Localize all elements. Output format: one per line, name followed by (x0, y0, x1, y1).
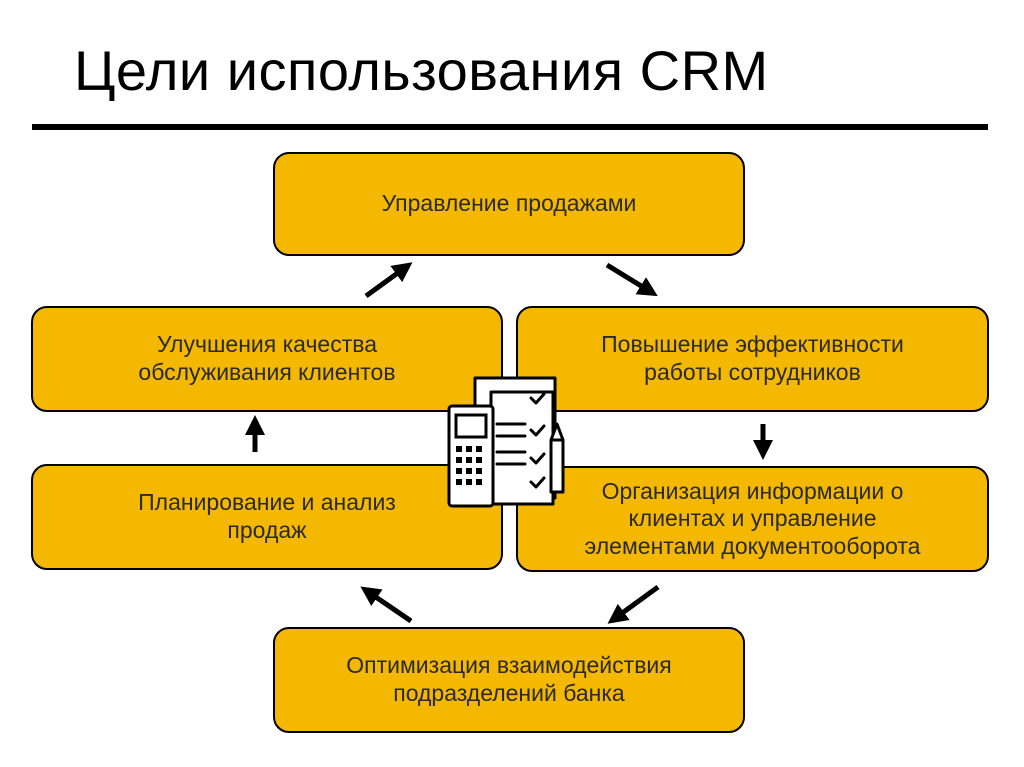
box-label-line: продаж (227, 517, 307, 543)
box-employee-efficiency: Повышение эффективности работы сотрудник… (516, 306, 989, 412)
box-label-line: работы сотрудников (644, 359, 861, 385)
page-title: Цели использования CRM (74, 39, 769, 102)
box-sales-management: Управление продажами (273, 152, 745, 256)
box-label-line: клиентах и управление (628, 505, 877, 532)
title-underline (32, 124, 988, 130)
pen-icon (549, 422, 565, 494)
arrow-3-icon (607, 584, 660, 624)
calculator-icon (447, 404, 495, 508)
arrow-1-icon (605, 262, 658, 297)
arrow-4-icon (360, 586, 413, 624)
box-bank-interaction: Оптимизация взаимодействия подразделений… (273, 627, 745, 733)
box-label: Управление продажами (381, 190, 637, 217)
box-client-info: Организация информации о клиентах и упра… (516, 466, 989, 572)
box-service-quality: Улучшения качества обслуживания клиентов (31, 306, 503, 412)
box-label-line: Улучшения качества (156, 331, 378, 358)
arrow-6-icon (364, 262, 413, 299)
box-label-line: Оптимизация взаимодействия (346, 652, 672, 679)
box-label-line: элементами документооборота (584, 532, 921, 559)
box-label-line: обслуживания клиентов (138, 359, 396, 385)
box-label-line: подразделений банка (393, 680, 625, 706)
box-label-line: Повышение эффективности (601, 331, 904, 358)
box-label-line: Организация информации о (601, 477, 904, 504)
documents-checklist-icon (447, 376, 565, 508)
box-sales-planning: Планирование и анализ продаж (31, 464, 503, 570)
box-label-line: Планирование и анализ (138, 489, 396, 516)
